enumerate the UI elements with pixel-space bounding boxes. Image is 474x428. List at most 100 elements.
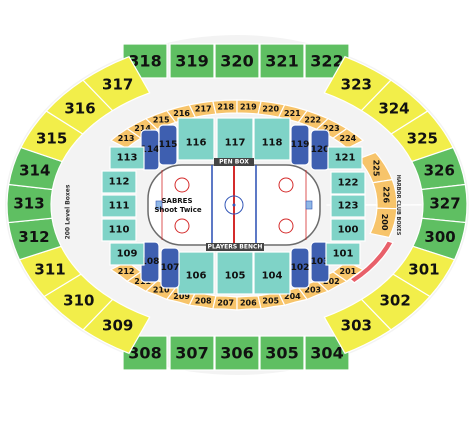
- section-120[interactable]: 120: [310, 129, 330, 171]
- section-shape[interactable]: [169, 43, 215, 79]
- section-218[interactable]: 218: [212, 99, 238, 115]
- section-112[interactable]: 112: [101, 170, 137, 194]
- section-label: 120: [311, 145, 330, 155]
- section-219[interactable]: 219: [236, 99, 262, 115]
- section-shape[interactable]: [177, 117, 215, 161]
- section-shape[interactable]: [253, 117, 291, 161]
- section-shape[interactable]: [177, 251, 215, 295]
- section-shape[interactable]: [216, 117, 254, 161]
- section-shape[interactable]: [216, 251, 254, 295]
- section-label: 214: [134, 124, 151, 133]
- section-shape[interactable]: [369, 207, 398, 239]
- section-113[interactable]: 113: [109, 146, 145, 170]
- section-320[interactable]: 320: [214, 43, 260, 79]
- faceoff-circle-br: [278, 218, 294, 234]
- faceoff-circle-bl: [174, 218, 190, 234]
- section-100[interactable]: 100: [330, 218, 366, 242]
- section-118[interactable]: 118: [253, 117, 291, 161]
- section-313[interactable]: 313: [6, 183, 54, 224]
- section-label: 213: [118, 134, 135, 143]
- section-307[interactable]: 307: [169, 335, 215, 371]
- section-label: 104: [262, 271, 283, 282]
- section-105[interactable]: 105: [216, 251, 254, 295]
- section-shape[interactable]: [330, 171, 366, 195]
- section-325[interactable]: 325: [390, 110, 454, 163]
- section-327[interactable]: 327: [420, 183, 468, 224]
- section-324[interactable]: 324: [360, 79, 429, 135]
- section-shape[interactable]: [330, 194, 366, 218]
- section-301[interactable]: 301: [392, 245, 456, 298]
- section-shape[interactable]: [214, 43, 260, 79]
- section-shape[interactable]: [169, 335, 215, 371]
- section-106[interactable]: 106: [177, 251, 215, 295]
- shoot-twice-label: Shoot Twice: [154, 206, 201, 214]
- section-117[interactable]: 117: [216, 117, 254, 161]
- section-103[interactable]: 103: [310, 241, 330, 283]
- section-shape[interactable]: [160, 247, 180, 289]
- section-shape[interactable]: [109, 242, 145, 266]
- section-shape[interactable]: [259, 335, 305, 371]
- section-109[interactable]: 109: [109, 242, 145, 266]
- section-shape[interactable]: [82, 55, 151, 112]
- section-label: 219: [240, 102, 257, 111]
- section-317[interactable]: 317: [82, 55, 151, 112]
- section-110[interactable]: 110: [101, 218, 137, 242]
- section-206[interactable]: 206: [236, 295, 262, 311]
- section-shape[interactable]: [290, 247, 310, 289]
- section-321[interactable]: 321: [259, 43, 305, 79]
- section-121[interactable]: 121: [327, 146, 363, 170]
- section-label: 116: [186, 138, 207, 149]
- section-314[interactable]: 314: [8, 146, 64, 191]
- pen-box: [214, 158, 254, 166]
- section-319[interactable]: 319: [169, 43, 215, 79]
- section-shape[interactable]: [330, 218, 366, 242]
- section-label: 323: [341, 76, 372, 94]
- section-326[interactable]: 326: [410, 146, 466, 191]
- section-shape[interactable]: [109, 146, 145, 170]
- section-122[interactable]: 122: [330, 171, 366, 195]
- section-shape[interactable]: [253, 251, 291, 295]
- section-shape[interactable]: [158, 124, 178, 166]
- section-111[interactable]: 111: [101, 194, 137, 218]
- section-303[interactable]: 303: [323, 298, 392, 355]
- center-circle: [224, 195, 244, 215]
- section-200[interactable]: 200: [369, 207, 398, 239]
- section-label: 108: [141, 257, 160, 267]
- section-label: 115: [159, 140, 178, 150]
- section-shape[interactable]: [327, 146, 363, 170]
- section-shape[interactable]: [101, 218, 137, 242]
- section-shape[interactable]: [101, 170, 137, 194]
- section-116[interactable]: 116: [177, 117, 215, 161]
- section-119[interactable]: 119: [290, 124, 310, 166]
- section-115[interactable]: 115: [158, 124, 178, 166]
- section-label: 210: [153, 286, 170, 295]
- section-shape[interactable]: [101, 194, 137, 218]
- section-101[interactable]: 101: [325, 242, 361, 266]
- section-207[interactable]: 207: [212, 295, 238, 311]
- section-304[interactable]: 304: [304, 335, 350, 371]
- harbor-club-label: HARBOR CLUB BOXES: [395, 175, 401, 236]
- section-102[interactable]: 102: [290, 247, 310, 289]
- players-bench-label: PLAYERS BENCH: [208, 244, 263, 251]
- harbor-club-band[interactable]: [349, 240, 394, 284]
- section-302[interactable]: 302: [360, 273, 431, 331]
- section-107[interactable]: 107: [160, 247, 180, 289]
- section-shape[interactable]: [122, 335, 168, 371]
- section-label: 315: [36, 129, 67, 147]
- section-shape[interactable]: [259, 43, 305, 79]
- section-306[interactable]: 306: [214, 335, 260, 371]
- section-shape[interactable]: [325, 242, 361, 266]
- section-104[interactable]: 104: [253, 251, 291, 295]
- section-123[interactable]: 123: [330, 194, 366, 218]
- section-label: 300: [424, 228, 455, 246]
- section-shape[interactable]: [323, 298, 392, 355]
- section-312[interactable]: 312: [7, 217, 62, 261]
- section-305[interactable]: 305: [259, 335, 305, 371]
- section-label: 106: [186, 271, 207, 282]
- section-300[interactable]: 300: [412, 217, 467, 261]
- section-shape[interactable]: [290, 124, 310, 166]
- section-shape[interactable]: [214, 335, 260, 371]
- section-308[interactable]: 308: [122, 335, 168, 371]
